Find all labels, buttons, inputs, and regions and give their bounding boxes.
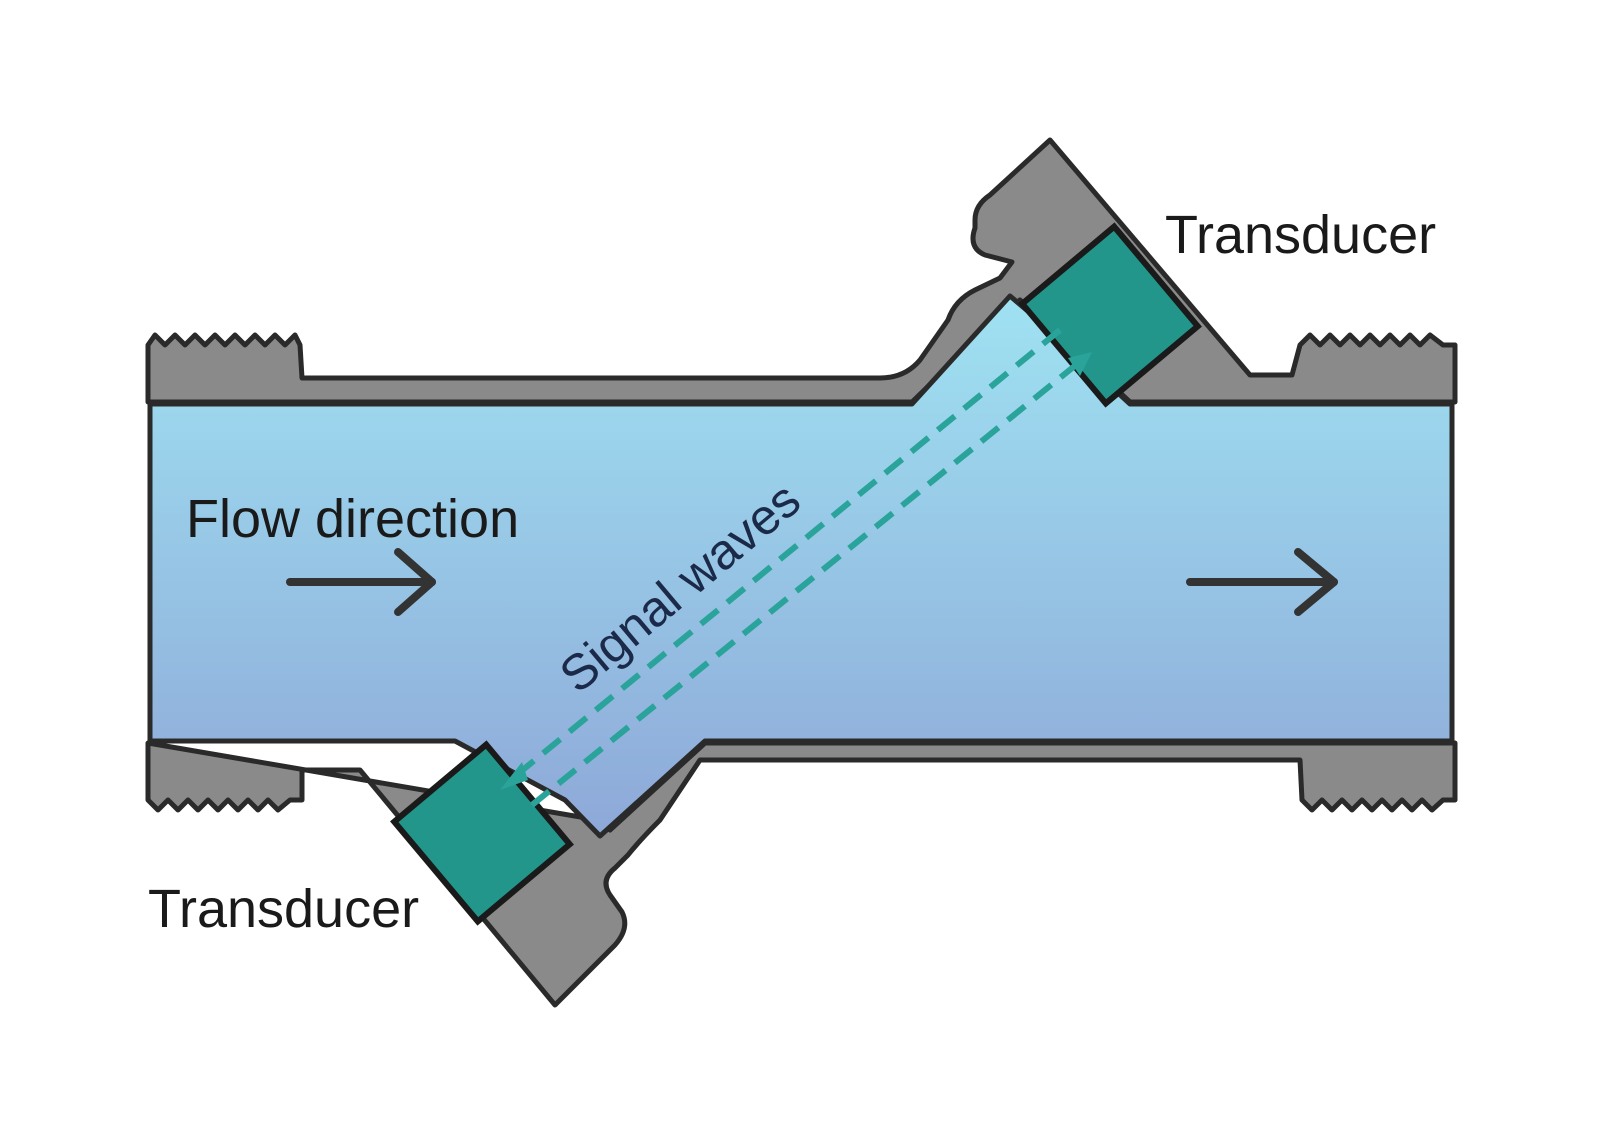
pipe-wall-bottom	[145, 740, 1458, 1008]
transducer-bottom	[390, 740, 574, 926]
transducer-top-label: Transducer	[1165, 205, 1436, 265]
flow-direction-label: Flow direction	[186, 489, 519, 549]
signal-wave-arrowhead-up	[1068, 352, 1092, 376]
signal-wave-arrowhead-down	[500, 762, 528, 790]
signal-wave-upstream	[530, 357, 1084, 808]
right-arrow-icon	[286, 548, 436, 616]
pipe-wall-top	[145, 137, 1458, 405]
signal-waves	[500, 327, 1092, 808]
transducer-top	[1018, 222, 1202, 408]
right-arrow-icon	[1186, 548, 1338, 616]
fluid-channel	[147, 293, 1455, 839]
transducer-bottom-label: Transducer	[148, 879, 419, 939]
signal-wave-downstream	[506, 327, 1062, 785]
